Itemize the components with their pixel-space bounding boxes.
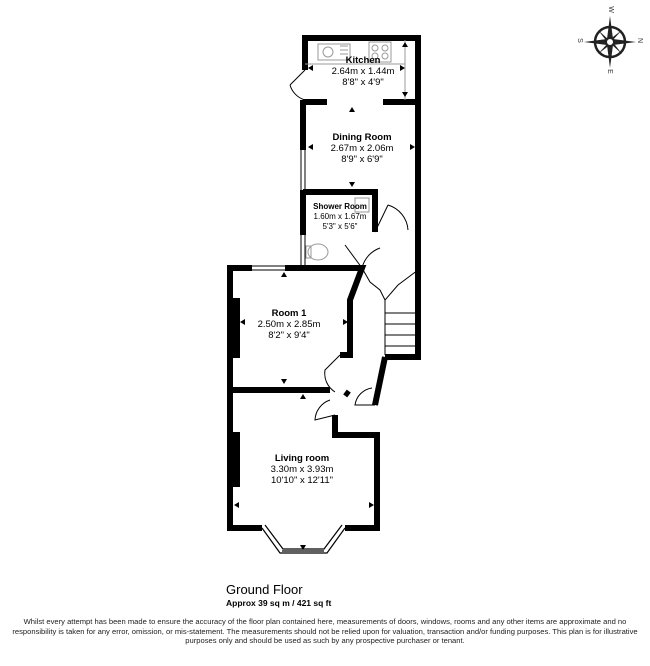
room-shower-room: Shower Room 1.60m x 1.67m 5'3" x 5'6" [313,202,367,232]
windows [252,40,306,271]
disclaimer: Whilst every attempt has been made to en… [12,617,638,646]
doors [289,69,409,421]
floor-title: Ground Floor [226,582,303,597]
room-imperial: 5'3" x 5'6" [322,222,358,231]
room-metric: 2.67m x 2.06m [330,143,394,154]
radiators [232,298,240,487]
room-living-room: Living room 3.30m x 3.93m 10'10" x 12'11… [271,453,334,486]
room-dining-room: Dining Room 2.67m x 2.06m 8'9" x 6'9" [331,132,394,165]
room-name: Dining Room [332,132,392,143]
compass-s: S [575,38,583,43]
room-name: Living room [274,453,330,464]
dimension-arrows [234,42,415,550]
walls [227,35,421,531]
room-metric: 2.64m x 1.44m [331,66,395,77]
room-name: Kitchen [345,55,381,66]
compass-rose-icon [584,16,636,68]
compass-w: W [606,6,614,13]
room-imperial: 10'10" x 12'11" [271,475,333,486]
wall-details [303,387,351,398]
room-kitchen: Kitchen 2.64m x 1.44m 8'8" x 4'9" [332,55,395,88]
room-room-1: Room 1 2.50m x 2.85m 8'2" x 9'4" [258,308,321,341]
room-metric: 1.60m x 1.67m [313,212,367,221]
room-imperial: 8'2" x 9'4" [268,330,310,341]
room-imperial: 8'9" x 6'9" [341,154,383,165]
stairs [361,267,419,355]
compass-n: N [636,37,644,44]
floor-area: Approx 39 sq m / 421 sq ft [226,598,332,608]
room-name: Shower Room [313,202,367,211]
compass-e: E [605,69,613,74]
room-imperial: 8'8" x 4'9" [342,77,384,88]
fixtures [305,40,406,261]
room-metric: 2.50m x 2.85m [257,319,321,330]
room-metric: 3.30m x 3.93m [270,464,334,475]
room-name: Room 1 [271,308,307,319]
